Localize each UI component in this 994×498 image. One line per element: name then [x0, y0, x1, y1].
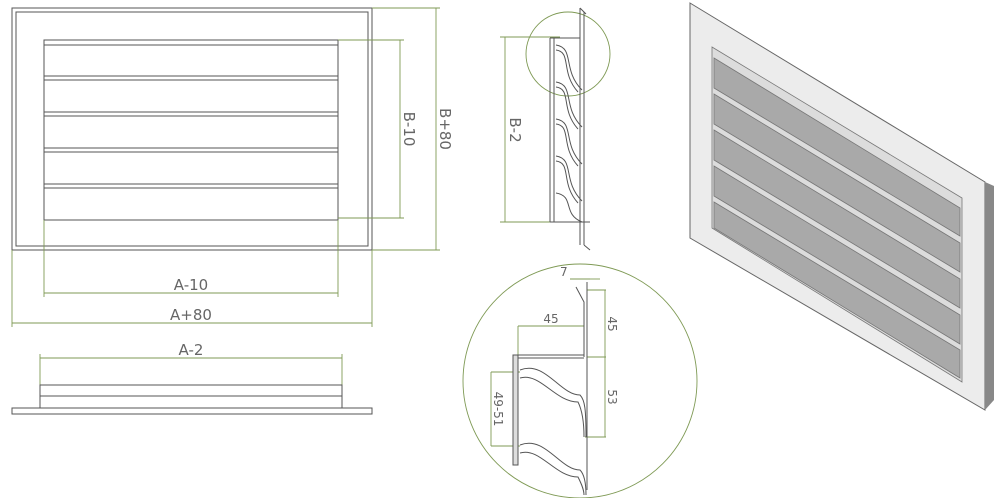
section-view: B-2 [500, 7, 611, 251]
blade-dimension-label: 53 [605, 389, 619, 404]
depth-dimension-label: 45 [543, 312, 558, 326]
outer-frame [11, 7, 373, 251]
detail-view: 7 45 45 53 49-51 [462, 263, 698, 498]
iso-blades [713, 57, 961, 379]
bottom-view: A-2 [11, 341, 373, 415]
detail-circle [462, 263, 698, 498]
inner-opening [43, 39, 339, 221]
detail-callout-circle [525, 11, 611, 97]
front-blades [43, 39, 339, 189]
isometric-view [689, 2, 994, 411]
a-minus-10-label: A-10 [174, 276, 208, 294]
flange-dimension-label: 45 [605, 316, 619, 331]
front-view: B-10 B+80 A-10 A+80 [11, 7, 454, 327]
lip-dimension-label: 7 [560, 265, 568, 279]
b-plus-80-label: B+80 [436, 108, 454, 150]
pitch-dimension-label: 49-51 [491, 392, 505, 427]
a-minus-2-label: A-2 [179, 341, 204, 359]
b-minus-10-label: B-10 [400, 112, 418, 147]
b-minus-2-label: B-2 [506, 117, 524, 142]
dimension-lines [11, 7, 440, 327]
a-plus-80-label: A+80 [170, 306, 212, 324]
